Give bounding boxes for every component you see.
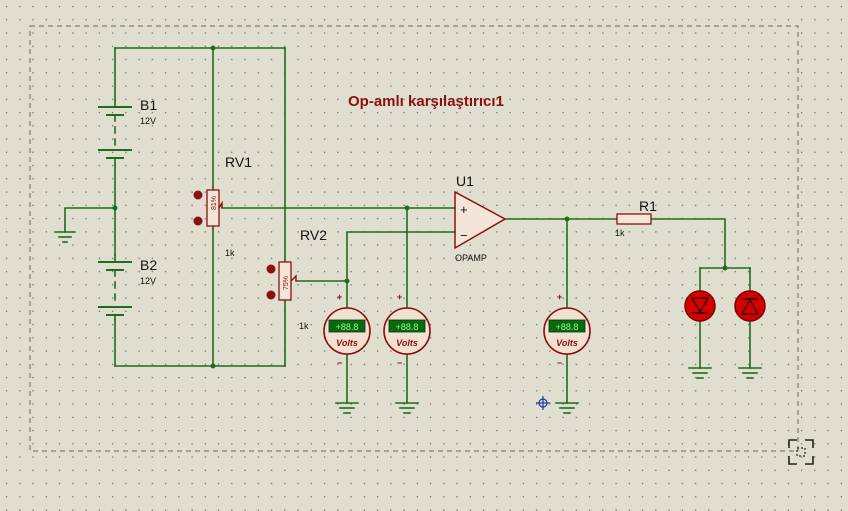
ground-icon bbox=[395, 402, 419, 414]
schematic-title: Op-amlı karşılaştırıcı1 bbox=[348, 93, 504, 110]
potentiometer-rv2[interactable]: 75% RV2 1k bbox=[266, 227, 328, 331]
rv1-setting: 81% bbox=[211, 196, 218, 210]
voltmeter-3-lcd bbox=[548, 319, 586, 333]
voltmeter-1-plus: + bbox=[337, 292, 342, 302]
rv1-value: 1k bbox=[225, 248, 235, 258]
battery-b2[interactable]: B2 12V bbox=[98, 254, 157, 321]
voltmeter-3-unit: Volts bbox=[556, 338, 578, 348]
opamp-ref: U1 bbox=[456, 173, 474, 189]
zoom-fit-icon[interactable] bbox=[788, 439, 814, 465]
resistor-r1[interactable]: R1 1k bbox=[615, 198, 657, 238]
battery-b1-value: 12V bbox=[140, 116, 156, 126]
sheet-border bbox=[29, 25, 799, 452]
rv1-increase-button[interactable] bbox=[193, 190, 203, 200]
ground-icon bbox=[54, 231, 76, 243]
voltmeter-2-minus: − bbox=[397, 358, 402, 368]
rv2-increase-button[interactable] bbox=[266, 264, 276, 274]
voltmeter-2-lcd bbox=[388, 319, 426, 333]
opamp-plus-label: + bbox=[460, 202, 468, 217]
resistor-ref: R1 bbox=[639, 198, 657, 214]
voltmeter-2-reading: +88.8 bbox=[396, 322, 419, 332]
rv2-ref: RV2 bbox=[300, 227, 327, 243]
resistor-value: 1k bbox=[615, 228, 625, 238]
voltmeter-3-reading: +88.8 bbox=[556, 322, 579, 332]
voltmeter-1-minus: − bbox=[337, 358, 342, 368]
rv2-value: 1k bbox=[299, 321, 309, 331]
ground-icon bbox=[555, 402, 579, 414]
voltmeter-3-plus: + bbox=[557, 292, 562, 302]
battery-b1-ref: B1 bbox=[140, 97, 157, 113]
ground-icon bbox=[688, 367, 712, 379]
potentiometer-rv1[interactable]: 81% RV1 1k bbox=[193, 154, 253, 258]
voltmeter-2[interactable]: +88.8 Volts + − bbox=[383, 292, 431, 368]
voltmeter-2-plus: + bbox=[397, 292, 402, 302]
rv1-ref: RV1 bbox=[225, 154, 252, 170]
ground-icon bbox=[335, 402, 359, 414]
origin-crosshair-icon bbox=[536, 396, 550, 410]
led-1[interactable] bbox=[684, 290, 716, 322]
voltmeter-1[interactable]: +88.8 Volts + − bbox=[323, 292, 371, 368]
voltmeter-1-unit: Volts bbox=[336, 338, 358, 348]
rv2-setting: 75% bbox=[283, 276, 290, 290]
led-2[interactable] bbox=[734, 290, 766, 322]
voltmeter-1-reading: +88.8 bbox=[336, 322, 359, 332]
ground-symbols bbox=[54, 231, 762, 414]
battery-b2-value: 12V bbox=[140, 276, 156, 286]
ground-icon bbox=[738, 367, 762, 379]
voltmeter-3-minus: − bbox=[557, 358, 562, 368]
battery-b2-ref: B2 bbox=[140, 257, 157, 273]
junctions bbox=[112, 45, 728, 369]
battery-b1[interactable]: B1 12V bbox=[98, 97, 157, 166]
opamp-u1[interactable]: + − U1 OPAMP bbox=[454, 173, 507, 263]
voltmeter-3[interactable]: +88.8 Volts + − bbox=[543, 292, 591, 368]
rv2-decrease-button[interactable] bbox=[266, 290, 276, 300]
voltmeter-1-lcd bbox=[328, 319, 366, 333]
opamp-minus-label: − bbox=[460, 228, 468, 243]
rv1-decrease-button[interactable] bbox=[193, 216, 203, 226]
opamp-type: OPAMP bbox=[455, 253, 487, 263]
voltmeter-2-unit: Volts bbox=[396, 338, 418, 348]
